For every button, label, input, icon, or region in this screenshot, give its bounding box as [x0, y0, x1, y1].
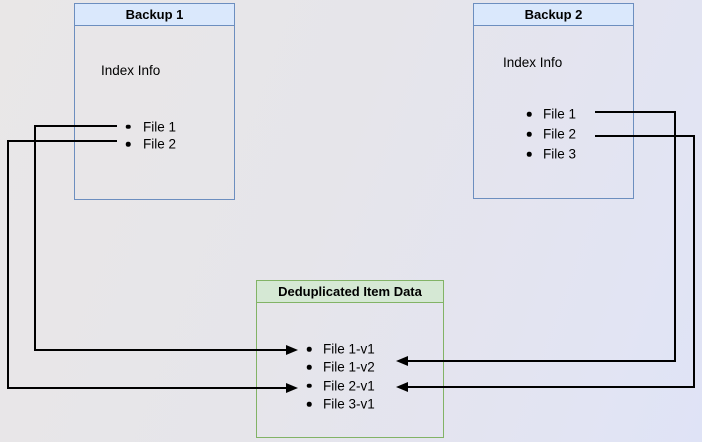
bullet-icon — [306, 346, 312, 352]
bullet-icon — [125, 142, 131, 147]
dedup-item-label: File 1-v2 — [323, 359, 375, 375]
list-item: File 3-v1 — [257, 395, 443, 413]
backup1-file-label: File 2 — [143, 136, 177, 152]
bullet-icon — [306, 365, 312, 370]
bullet-icon — [125, 124, 131, 129]
list-item: File 1-v1 — [257, 340, 443, 358]
backup2-file-label: File 1 — [543, 106, 577, 122]
list-item: File 1 — [75, 118, 234, 136]
list-item: File 1 — [474, 104, 633, 124]
backup2-file-list: File 1 File 2 File 3 — [474, 104, 633, 164]
list-item: File 2 — [474, 124, 633, 144]
backup1-file-list: File 1 File 2 — [75, 118, 234, 153]
backup2-title: Backup 2 — [474, 4, 633, 26]
dedup-item-label: File 3-v1 — [323, 396, 375, 412]
backup2-file-label: File 2 — [543, 126, 577, 142]
bullet-icon — [306, 383, 312, 388]
bullet-icon — [526, 151, 532, 157]
backup2-index-info-label: Index Info — [503, 55, 563, 70]
bullet-icon — [306, 401, 312, 407]
bullet-icon — [526, 111, 532, 117]
dedup-box: Deduplicated Item Data File 1-v1 File 1-… — [256, 280, 444, 438]
dedup-item-label: File 1-v1 — [323, 341, 375, 357]
backup2-file-label: File 3 — [543, 146, 577, 162]
list-item: File 2 — [75, 136, 234, 154]
backup1-title: Backup 1 — [75, 4, 234, 26]
backup1-file-label: File 1 — [143, 119, 177, 135]
list-item: File 2-v1 — [257, 377, 443, 395]
backup1-index-info-label: Index Info — [101, 63, 161, 78]
list-item: File 1-v2 — [257, 358, 443, 376]
dedup-item-list: File 1-v1 File 1-v2 File 2-v1 File 3-v1 — [257, 340, 443, 413]
dedup-title: Deduplicated Item Data — [257, 281, 443, 303]
backup1-box: Backup 1 Index Info File 1 File 2 — [74, 3, 235, 200]
bullet-icon — [526, 131, 532, 137]
dedup-item-label: File 2-v1 — [323, 378, 375, 394]
backup2-box: Backup 2 Index Info File 1 File 2 File 3 — [473, 3, 634, 199]
list-item: File 3 — [474, 144, 633, 164]
